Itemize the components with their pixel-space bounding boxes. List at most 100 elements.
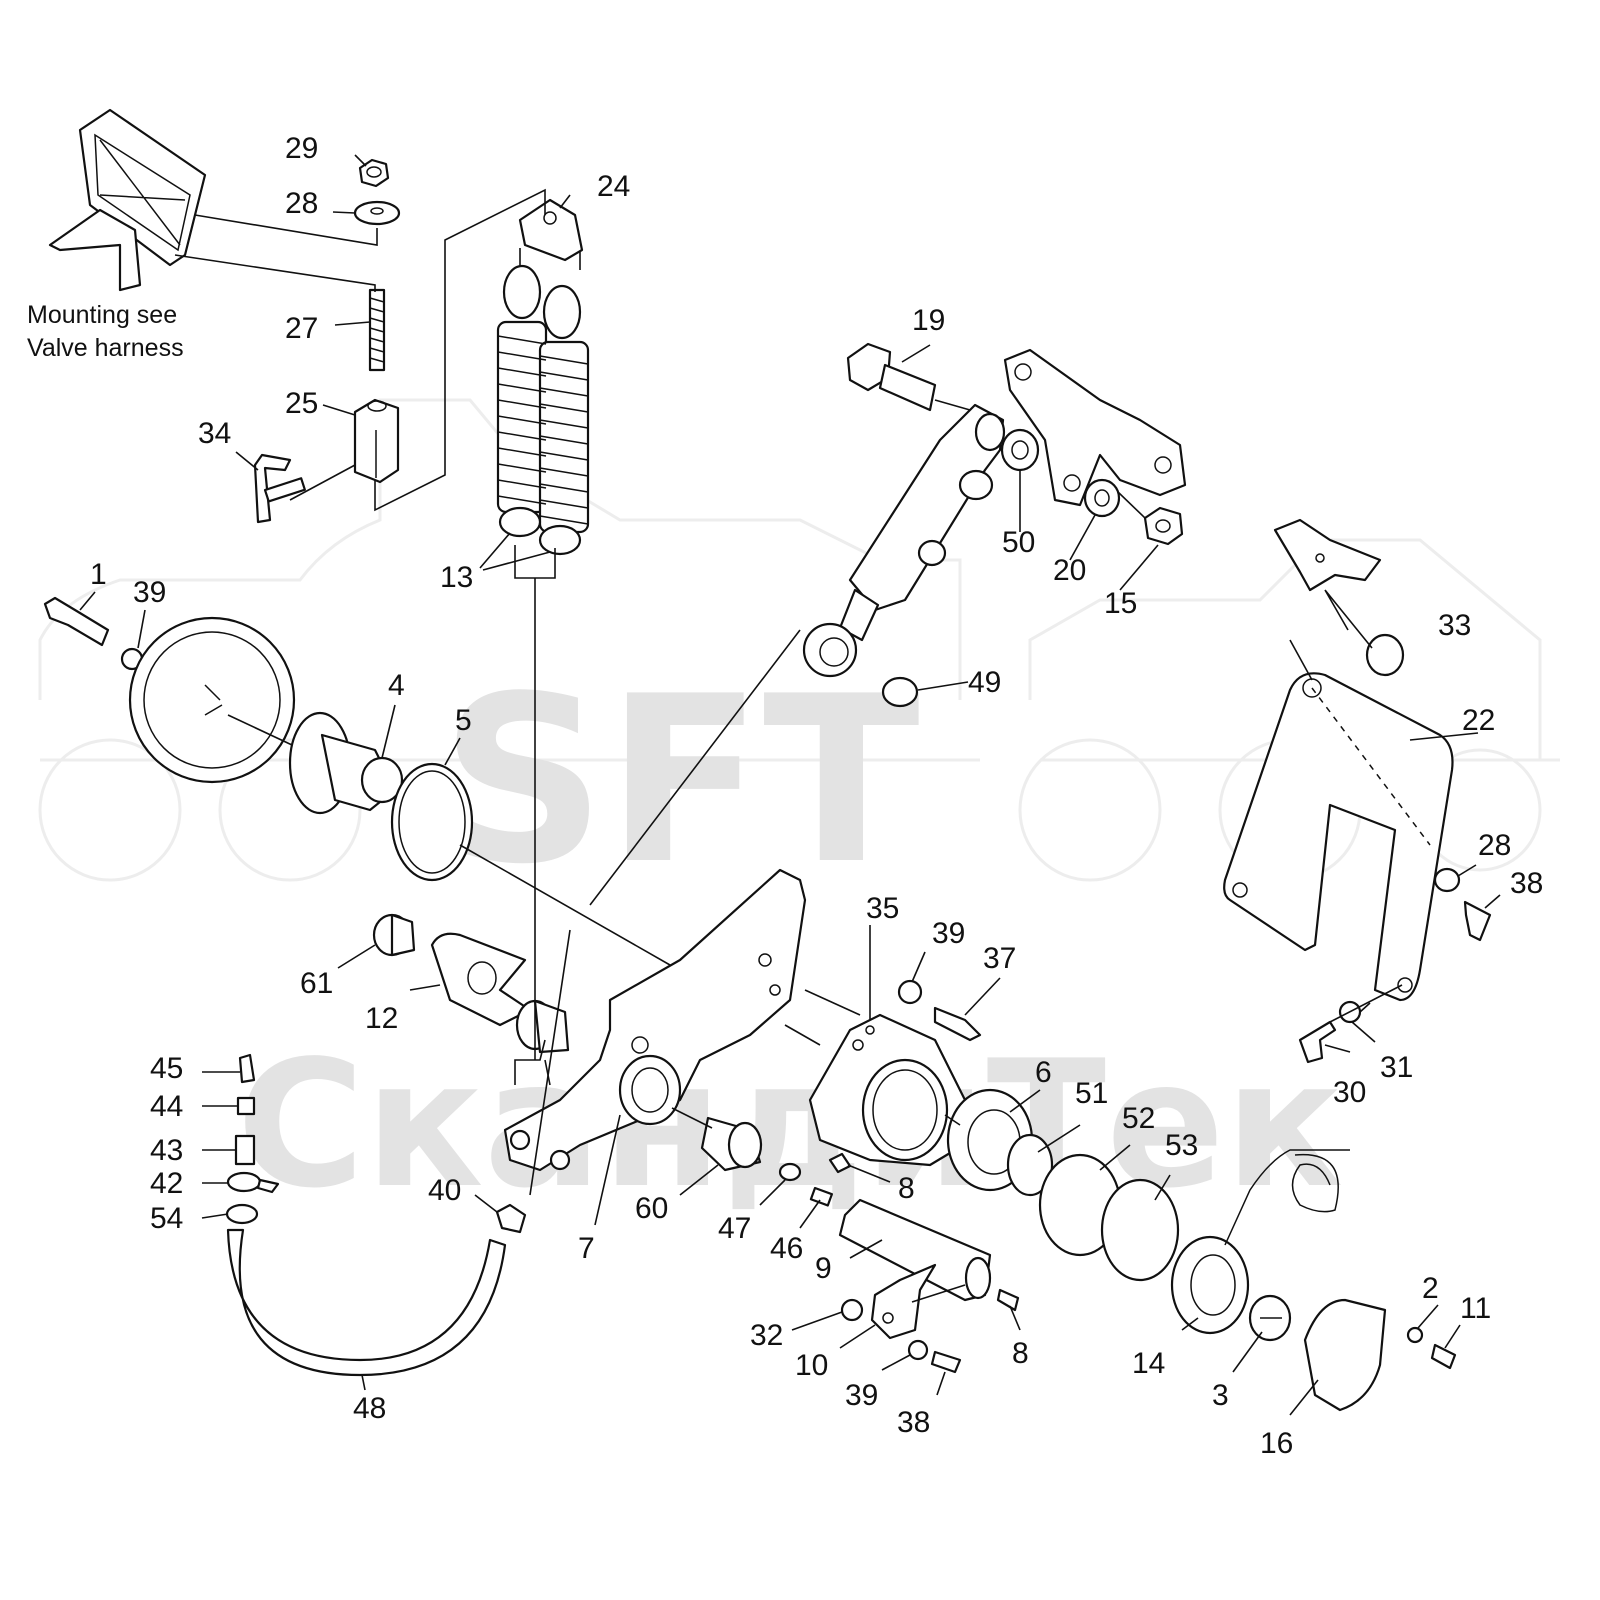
washer-50 bbox=[1000, 428, 1040, 472]
callout-40: 40 bbox=[428, 1174, 461, 1207]
lock-plate-10 bbox=[870, 1263, 937, 1340]
washer-28-top bbox=[353, 200, 401, 226]
callout-28-right: 28 bbox=[1478, 829, 1511, 862]
spring-wire bbox=[1224, 1149, 1350, 1246]
callout-2: 2 bbox=[1422, 1272, 1439, 1305]
screw-37 bbox=[933, 1006, 982, 1042]
callout-38-low: 38 bbox=[897, 1406, 930, 1439]
leader-lines bbox=[79, 154, 1501, 1416]
callout-48: 48 bbox=[353, 1392, 386, 1425]
bushing-60 bbox=[700, 1116, 763, 1172]
clamp-54 bbox=[225, 1203, 259, 1225]
callout-49: 49 bbox=[968, 666, 1001, 699]
fitting-45 bbox=[238, 1053, 256, 1084]
callout-13: 13 bbox=[440, 561, 473, 594]
screw-11 bbox=[1430, 1343, 1457, 1370]
grease-fitting-8b bbox=[996, 1288, 1020, 1312]
callout-43: 43 bbox=[150, 1134, 183, 1167]
callout-38-right: 38 bbox=[1510, 867, 1543, 900]
pivot-bracket bbox=[1003, 348, 1187, 507]
mounting-note-line1: Mounting see bbox=[27, 301, 177, 329]
callout-39-mid: 39 bbox=[932, 917, 965, 950]
callout-35: 35 bbox=[866, 892, 899, 925]
callout-5: 5 bbox=[455, 704, 472, 737]
washer-2 bbox=[1406, 1326, 1424, 1344]
clevis-25 bbox=[353, 398, 400, 484]
callout-31: 31 bbox=[1380, 1051, 1413, 1084]
mounting-note-line2: Valve harness bbox=[27, 334, 184, 362]
screw-38-right bbox=[1463, 900, 1492, 942]
callout-11: 11 bbox=[1460, 1292, 1491, 1325]
springs-13 bbox=[496, 264, 590, 556]
callout-8-lower: 8 bbox=[1012, 1337, 1029, 1370]
hose-48 bbox=[226, 1228, 507, 1377]
bolt-19 bbox=[846, 342, 937, 412]
callout-1: 1 bbox=[90, 558, 107, 591]
callout-53: 53 bbox=[1165, 1129, 1198, 1162]
connector-43 bbox=[234, 1134, 256, 1166]
bolt-1 bbox=[43, 596, 110, 647]
callout-27: 27 bbox=[285, 312, 318, 345]
seal-14 bbox=[1170, 1235, 1250, 1335]
cover-16 bbox=[1303, 1298, 1387, 1412]
watermark: SFT СкандиТек bbox=[38, 398, 1560, 1227]
callout-39-low: 39 bbox=[845, 1379, 878, 1412]
ring-53 bbox=[1100, 1178, 1180, 1282]
bushing-61 bbox=[372, 913, 416, 957]
callout-39-left: 39 bbox=[133, 576, 166, 609]
nut-44 bbox=[236, 1096, 256, 1116]
callout-30: 30 bbox=[1333, 1076, 1366, 1109]
washer-28-right bbox=[1433, 867, 1461, 893]
callout-14: 14 bbox=[1132, 1347, 1165, 1380]
shaft-9 bbox=[838, 1198, 992, 1302]
hydraulic-cylinder bbox=[802, 403, 1006, 678]
washer-20 bbox=[1083, 478, 1121, 518]
bushing-4 bbox=[288, 711, 404, 815]
callout-7: 7 bbox=[578, 1232, 595, 1265]
bearing-housing-35 bbox=[808, 1013, 967, 1167]
watermark-logo: SFT bbox=[440, 648, 920, 915]
nut-15 bbox=[1143, 506, 1184, 546]
callout-24: 24 bbox=[597, 170, 630, 203]
cap-3 bbox=[1248, 1294, 1292, 1342]
callout-60: 60 bbox=[635, 1192, 668, 1225]
washer-32 bbox=[840, 1298, 864, 1322]
valve-harness-bracket bbox=[48, 108, 207, 292]
callout-51: 51 bbox=[1075, 1077, 1108, 1110]
sprocket bbox=[128, 616, 296, 784]
callout-32: 32 bbox=[750, 1319, 783, 1352]
swing-arm-7 bbox=[503, 868, 807, 1172]
callout-54: 54 bbox=[150, 1202, 183, 1235]
callout-25: 25 bbox=[285, 387, 318, 420]
clamp-40 bbox=[495, 1203, 527, 1234]
cover-plate-22 bbox=[1223, 672, 1454, 1002]
callout-19: 19 bbox=[912, 304, 945, 337]
callout-labels: 2 9 28 24 27 19 25 34 50 20 15 13 1 39 3 3… bbox=[90, 132, 1543, 1460]
washer-39-mid bbox=[897, 979, 923, 1005]
callout-12: 12 bbox=[365, 1002, 398, 1035]
callout-61: 61 bbox=[300, 967, 333, 1000]
callout-52: 52 bbox=[1122, 1102, 1155, 1135]
callout-34: 34 bbox=[198, 417, 231, 450]
plug-47 bbox=[778, 1162, 802, 1182]
screw-38-low bbox=[930, 1350, 962, 1374]
circlip-49 bbox=[881, 676, 919, 708]
callout-16: 16 bbox=[1260, 1427, 1293, 1460]
callout-28-top: 28 bbox=[285, 187, 318, 220]
callout-3: 3 bbox=[1212, 1379, 1229, 1412]
callout-15: 15 bbox=[1104, 587, 1137, 620]
callout-22: 22 bbox=[1462, 704, 1495, 737]
callout-10: 10 bbox=[795, 1349, 828, 1382]
threaded-stud-27 bbox=[368, 288, 386, 372]
plug-46 bbox=[809, 1186, 834, 1207]
callout-46: 46 bbox=[770, 1232, 803, 1265]
callout-42: 42 bbox=[150, 1167, 183, 1200]
callout-50: 50 bbox=[1002, 526, 1035, 559]
callout-4: 4 bbox=[388, 669, 405, 702]
washer-39-low bbox=[907, 1339, 929, 1361]
callout-37: 37 bbox=[983, 942, 1016, 975]
callout-20: 20 bbox=[1053, 554, 1086, 587]
bushing-upper bbox=[515, 999, 570, 1054]
callout-9: 9 bbox=[815, 1252, 832, 1285]
